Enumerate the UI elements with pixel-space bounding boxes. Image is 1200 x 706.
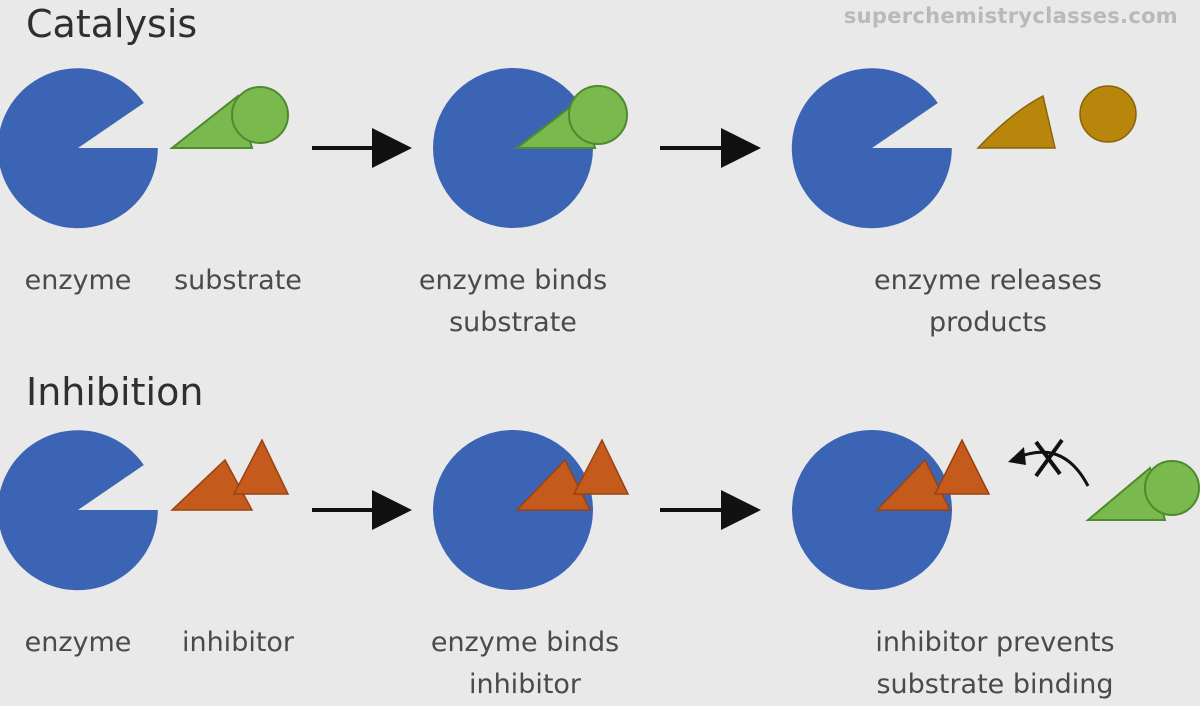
enzyme-shape <box>792 430 952 590</box>
inhibitor-shape <box>515 438 630 511</box>
label-enzyme-releases-products: enzyme releases products <box>874 260 1102 344</box>
label-line: enzyme binds <box>430 627 620 658</box>
catalysis-title: Catalysis <box>26 2 198 46</box>
label-line: inhibitor <box>468 669 582 700</box>
label-enzyme: enzyme <box>24 265 132 296</box>
label-line: inhibitor prevents <box>875 627 1115 658</box>
watermark: superchemistryclasses.com <box>843 4 1178 28</box>
substrate-shape <box>514 85 628 149</box>
blocked-arrow-icon <box>1008 438 1090 487</box>
label-line: enzyme releases <box>874 265 1102 296</box>
label-substrate: substrate <box>174 265 302 296</box>
label-line: products <box>929 307 1047 338</box>
enzyme-shape <box>433 430 593 590</box>
substrate-shape <box>1085 460 1200 521</box>
enzyme-shape <box>0 430 158 591</box>
label-line: substrate <box>449 307 577 338</box>
inhibition-title: Inhibition <box>26 370 204 414</box>
label-line: enzyme binds <box>418 265 608 296</box>
product-shape <box>1079 85 1137 143</box>
label-line: substrate binding <box>876 669 1114 700</box>
label-enzyme-binds-substrate: enzyme binds substrate <box>419 260 607 344</box>
enzyme-shape <box>0 68 158 229</box>
label-inhibitor-prevents-binding: inhibitor prevents substrate binding <box>875 622 1114 706</box>
label-enzyme: enzyme <box>24 627 132 658</box>
substrate-shape <box>169 86 289 149</box>
enzyme-shape <box>791 68 952 229</box>
label-inhibitor: inhibitor <box>181 627 295 658</box>
inhibitor-shape <box>170 438 290 511</box>
label-enzyme-binds-inhibitor: enzyme binds inhibitor <box>431 622 619 706</box>
enzyme-shape <box>433 68 593 228</box>
inhibitor-shape <box>875 438 991 511</box>
product-shape <box>976 94 1056 149</box>
